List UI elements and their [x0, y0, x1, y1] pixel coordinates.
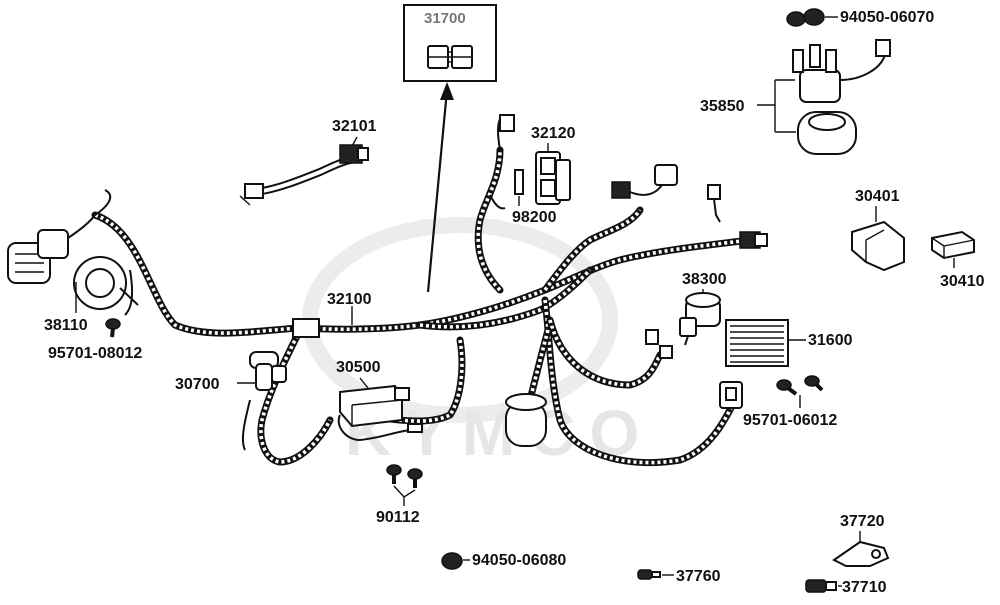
nut-94050-06070-group: 94050-06070 [786, 8, 934, 27]
label-30410: 30410 [940, 273, 985, 290]
relay-30401 [851, 220, 905, 272]
flasher-30410 [931, 230, 975, 260]
connector [654, 164, 678, 186]
connector [659, 345, 673, 359]
fuse-98200-group: 98200 [489, 114, 557, 226]
label-32120: 32120 [531, 125, 576, 142]
arrow-head-31700 [440, 82, 454, 100]
label-90112: 90112 [376, 509, 420, 526]
label-35850: 35850 [700, 98, 745, 115]
connector [645, 329, 659, 345]
label-94050-06070: 94050-06070 [840, 9, 934, 26]
switch-37760 [637, 569, 653, 580]
ignition-coil-30500-group: 30500 [336, 359, 423, 442]
bolts-90112-group: 90112 [376, 464, 423, 526]
bolt-95701-08012-group: 95701-08012 [48, 318, 142, 362]
horn-38110-group: 38110 [7, 214, 139, 334]
label-37760: 37760 [676, 568, 721, 585]
fuse-box-32120-group: 32120 [531, 125, 576, 205]
switch-37710-group: 37710 [805, 579, 887, 596]
bolt-icon [804, 375, 820, 387]
nut-icon [786, 11, 806, 27]
bolt-icon [776, 379, 792, 391]
bolt-icon [386, 464, 402, 476]
flasher-30410-group: 30410 [931, 230, 985, 290]
harness-clamp [292, 318, 320, 338]
nut-94050-06080-group: 94050-06080 [441, 552, 566, 570]
switch-37760-group: 37760 [637, 568, 721, 585]
fuse-31700-group: 31700 [403, 4, 497, 293]
connector [707, 184, 721, 200]
ignition-coil-30500 [339, 384, 403, 428]
label-98200: 98200 [512, 209, 557, 226]
label-30700: 30700 [175, 376, 220, 393]
starter-relay-35850-group: 35850 [700, 39, 891, 155]
plug-cap-30700-group: 30700 [175, 351, 287, 393]
label-38300: 38300 [682, 271, 727, 288]
fuse-inset-box [403, 4, 497, 82]
bolts-95701-06012-group: 95701-06012 [743, 375, 837, 429]
label-37710: 37710 [842, 579, 887, 596]
regulator-31600-group: 31600 [645, 319, 853, 409]
bolt-icon [407, 468, 423, 480]
nut-icon [441, 552, 463, 570]
harness-connectors-upper [611, 164, 768, 249]
ignition-switch-38300-group: 38300 [679, 271, 727, 346]
bracket-37720 [832, 540, 890, 567]
coil-cylinder-part [505, 393, 547, 447]
label-30500: 30500 [336, 359, 381, 376]
label-95701-06012: 95701-06012 [743, 412, 837, 429]
sub-harness-32101-group: 32101 [239, 118, 377, 206]
relay-30401-group: 30401 [851, 188, 905, 272]
label-32101: 32101 [332, 118, 377, 135]
label-38110: 38110 [44, 317, 88, 334]
connector [611, 181, 631, 199]
label-95701-08012: 95701-08012 [48, 345, 142, 362]
label-30401: 30401 [855, 188, 900, 205]
switch-37710 [805, 579, 827, 593]
leader-31700 [426, 89, 449, 293]
fuse-98200 [514, 169, 524, 195]
label-94050-06080: 94050-06080 [472, 552, 566, 569]
label-32100: 32100 [327, 291, 372, 308]
relay-top [799, 69, 841, 103]
label-31600: 31600 [808, 332, 853, 349]
regulator-31600 [725, 319, 789, 367]
label-31700: 31700 [424, 10, 466, 27]
nut-icon [803, 8, 825, 26]
bracket-37720-group: 37720 [832, 513, 890, 567]
bolt-icon [105, 318, 121, 330]
label-37720: 37720 [840, 513, 885, 530]
